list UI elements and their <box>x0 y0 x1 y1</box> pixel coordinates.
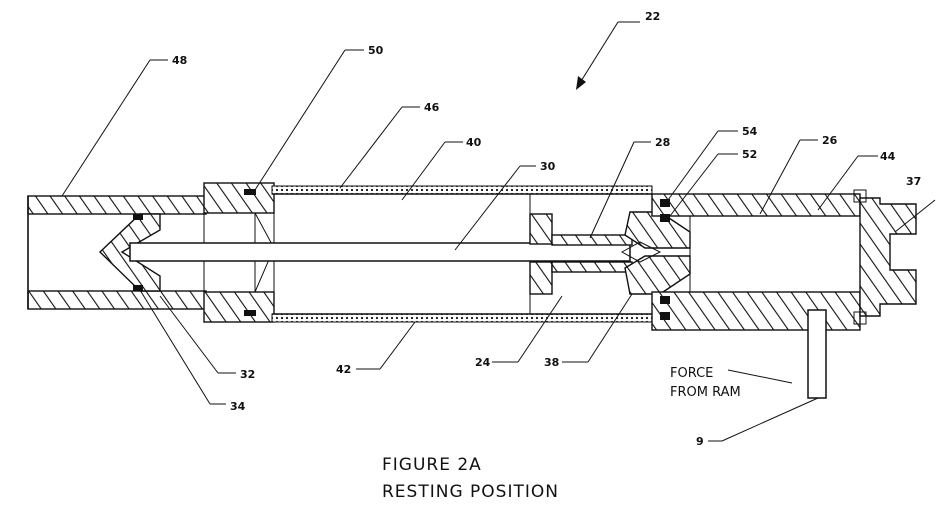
leader-48 <box>61 59 151 197</box>
end-cap <box>859 197 917 317</box>
outer-tube-bottom-wall <box>271 313 653 323</box>
arrow-22 <box>576 76 586 90</box>
ram-pin <box>807 309 827 399</box>
end-cap-rim-top <box>853 189 867 203</box>
leader-9 <box>721 397 819 442</box>
valve-body-upper <box>624 211 691 249</box>
bore-37 <box>689 215 861 293</box>
leader-37 <box>894 199 936 233</box>
leader-46 <box>339 106 403 189</box>
rod-flange-bottom <box>529 261 553 295</box>
ref-48: 48 <box>172 54 187 67</box>
ref-37: 37 <box>906 175 921 188</box>
right-housing-top <box>651 193 861 217</box>
seal <box>660 199 670 207</box>
rod-sleeve-top <box>551 234 633 246</box>
ref-28: 28 <box>655 136 670 149</box>
leader-34 <box>139 289 211 405</box>
rod-sleeve-bottom <box>551 261 633 273</box>
seal <box>244 310 256 316</box>
ref-44: 44 <box>880 150 896 163</box>
leader-lines <box>61 21 936 442</box>
collar-taper <box>203 212 275 293</box>
seal <box>660 214 670 222</box>
leader-40 <box>401 141 446 201</box>
ref-50: 50 <box>368 44 384 57</box>
ref-38: 38 <box>544 356 559 369</box>
collar-bottom <box>203 291 275 323</box>
ref-54: 54 <box>742 125 758 138</box>
leader-30 <box>454 165 521 251</box>
right-housing-bottom <box>651 291 861 331</box>
figure-caption-subtitle: RESTING POSITION <box>382 482 559 502</box>
left-cylinder-bottom-wall <box>27 290 207 310</box>
figure-caption-title: FIGURE 2A <box>382 455 482 475</box>
outer-tube-top-wall <box>271 185 653 195</box>
seal <box>660 312 670 320</box>
end-cap-rim-bottom <box>853 311 867 325</box>
leader-54 <box>667 130 719 201</box>
ref-52: 52 <box>742 148 757 161</box>
ref-24: 24 <box>475 356 491 369</box>
piston-rod <box>129 242 631 262</box>
leader-52 <box>669 153 719 217</box>
seal <box>133 214 143 220</box>
leader-24 <box>517 295 563 363</box>
force-label-line2: FROM RAM <box>670 385 741 400</box>
assembly-drawing <box>27 21 936 442</box>
valve-poppet <box>620 241 662 263</box>
seal <box>133 285 143 291</box>
ref-46: 46 <box>424 101 440 114</box>
leader-22 <box>577 21 619 87</box>
ref-40: 40 <box>466 136 482 149</box>
collar-top <box>203 182 275 214</box>
seal <box>660 296 670 304</box>
leader-26 <box>759 139 801 215</box>
ref-30: 30 <box>540 160 556 173</box>
leader-32 <box>159 295 219 374</box>
ref-32: 32 <box>240 368 255 381</box>
ref-34: 34 <box>230 400 246 413</box>
leader-42 <box>379 321 416 370</box>
piston-cone <box>98 213 161 292</box>
force-underline <box>727 369 793 384</box>
valve-body-lower <box>624 255 691 295</box>
leader-38 <box>587 293 633 363</box>
ref-9: 9 <box>696 435 704 448</box>
left-cylinder-top-wall <box>27 195 207 215</box>
ref-22: 22 <box>645 10 660 23</box>
ref-42: 42 <box>336 363 351 376</box>
force-label-line1: FORCE <box>670 366 713 381</box>
rod-flange-top <box>529 213 553 245</box>
seal <box>244 189 256 195</box>
leader-50 <box>254 49 346 191</box>
leader-44 <box>817 155 859 211</box>
ref-26: 26 <box>822 134 838 147</box>
reference-numerals: 22 48 50 46 40 30 28 54 52 26 44 37 32 3… <box>172 10 921 448</box>
leader-28 <box>589 141 635 239</box>
